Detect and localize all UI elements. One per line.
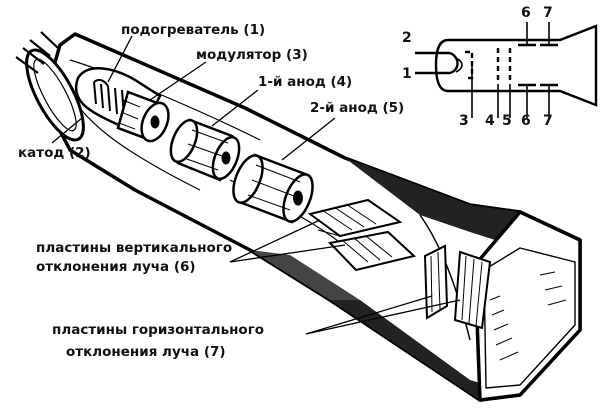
- schematic-pin-bottom-3: 3: [459, 114, 469, 128]
- schematic-pin-bottom-6: 6: [521, 114, 531, 128]
- schematic-pin-bottom-7: 7: [543, 114, 553, 128]
- label-modulator: модулятор (3): [196, 47, 308, 63]
- schematic-pin-top-7: 7: [543, 6, 553, 20]
- label-second-anode: 2-й анод (5): [310, 100, 404, 116]
- label-heater: подогреватель (1): [121, 22, 265, 38]
- schematic-outline: [436, 26, 596, 105]
- label-cathode: катод (2): [18, 145, 91, 161]
- schematic-pin-left-1: 1: [402, 67, 412, 81]
- tube-schematic: [415, 22, 596, 118]
- schematic-pin-top-6: 6: [521, 6, 531, 20]
- label-horizontal-plates-line2: отклонения луча (7): [66, 344, 226, 360]
- label-horizontal-plates-line1: пластины горизонтального: [52, 322, 264, 338]
- label-vertical-plates-line1: пластины вертикального: [36, 240, 232, 256]
- schematic-pin-bottom-4: 4: [485, 114, 495, 128]
- label-first-anode: 1-й анод (4): [258, 74, 352, 90]
- label-vertical-plates-line2: отклонения луча (6): [36, 259, 196, 275]
- schematic-pin-bottom-5: 5: [502, 114, 512, 128]
- schematic-pin-left-2: 2: [402, 31, 412, 45]
